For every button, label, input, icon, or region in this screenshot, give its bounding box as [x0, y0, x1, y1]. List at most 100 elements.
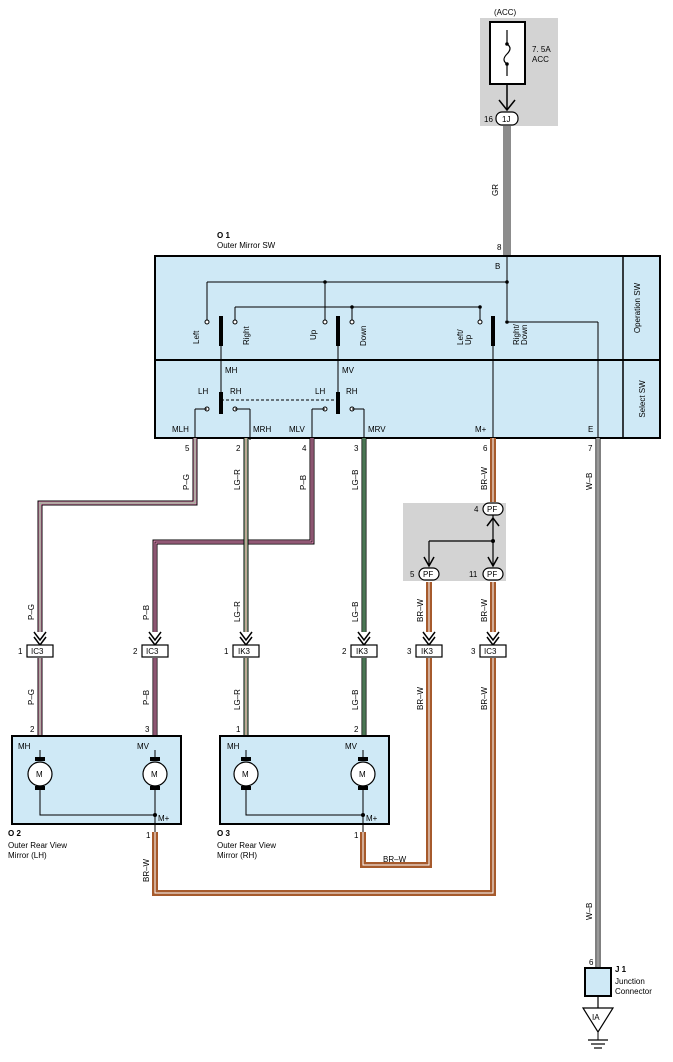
label-lh-2: LH	[315, 387, 325, 396]
svg-text:3: 3	[471, 647, 476, 656]
svg-text:BR–W: BR–W	[383, 855, 407, 864]
label-e: E	[588, 425, 593, 434]
svg-text:6: 6	[589, 958, 594, 967]
svg-text:Junction: Junction	[615, 977, 645, 986]
label-down: Down	[359, 326, 368, 346]
label-rh-2: RH	[346, 387, 358, 396]
svg-text:O 2: O 2	[8, 829, 21, 838]
motor-icon	[142, 761, 168, 787]
svg-text:Outer Rear View: Outer Rear View	[217, 841, 276, 850]
svg-text:PF: PF	[487, 570, 497, 579]
svg-text:BR–W: BR–W	[480, 686, 489, 710]
connector-1j-pin: 16	[484, 115, 493, 124]
connector-arrow-icon	[33, 631, 47, 647]
svg-text:5: 5	[410, 570, 415, 579]
label-mh: MH	[225, 366, 238, 375]
svg-text:2: 2	[354, 725, 359, 734]
svg-text:MV: MV	[345, 742, 358, 751]
svg-text:W–B: W–B	[585, 473, 594, 490]
motor-icon	[27, 761, 53, 787]
svg-text:M+: M+	[158, 814, 170, 823]
fuse-symbol	[503, 30, 511, 76]
switch-pin-7: 7	[588, 444, 593, 453]
svg-text:PF: PF	[487, 505, 497, 514]
label-up: Up	[309, 329, 318, 340]
label-mrh: MRH	[253, 425, 271, 434]
connector-ic3-2	[141, 644, 169, 658]
svg-text:IC3: IC3	[31, 647, 44, 656]
switch-pin-b: B	[495, 262, 500, 271]
svg-text:IC3: IC3	[484, 647, 497, 656]
svg-text:LG–R: LG–R	[233, 469, 242, 490]
svg-text:Connector: Connector	[615, 987, 652, 996]
switch-pin-3: 3	[354, 444, 359, 453]
switch-pin-2: 2	[236, 444, 241, 453]
mirror-rh: 1 2 MH MV M M M+ 1 O 3 Outer Rear View M…	[217, 725, 390, 860]
svg-text:2: 2	[342, 647, 347, 656]
svg-text:M: M	[36, 770, 43, 779]
fuse-name: ACC	[532, 55, 549, 64]
wire-p-b	[152, 438, 315, 735]
operation-sw-label: Operation SW	[633, 282, 642, 333]
connector-ic3-3	[479, 644, 507, 658]
svg-text:IK3: IK3	[356, 647, 369, 656]
connector-ik3-1	[232, 644, 260, 658]
splice-arrow-icon	[487, 556, 499, 568]
operation-sw-wiring	[206, 256, 599, 440]
svg-text:1: 1	[224, 647, 229, 656]
switch-box	[154, 255, 661, 439]
switch-name: Outer Mirror SW	[217, 241, 276, 250]
svg-text:P–G: P–G	[27, 689, 36, 705]
svg-text:BR–W: BR–W	[480, 598, 489, 622]
motor-icon	[233, 761, 259, 787]
fuse-rating: 7. 5A	[532, 45, 551, 54]
switch-pin-6: 6	[483, 444, 488, 453]
connector-1j-label: 1J	[502, 115, 510, 124]
label-right-down: Right/Down	[512, 323, 529, 345]
svg-text:IK3: IK3	[421, 647, 434, 656]
label-mv: MV	[342, 366, 355, 375]
svg-text:W–B: W–B	[585, 903, 594, 920]
connector-arrow-icon	[239, 631, 253, 647]
svg-text:Mirror (LH): Mirror (LH)	[8, 851, 47, 860]
connector-ik3-2	[350, 644, 378, 658]
svg-text:1: 1	[354, 831, 359, 840]
svg-text:2: 2	[133, 647, 138, 656]
wire-p-g	[37, 438, 198, 735]
svg-text:M: M	[151, 770, 158, 779]
svg-text:1: 1	[236, 725, 241, 734]
ground-triangle-icon	[581, 1007, 615, 1034]
mirror-lh: 2 3 MH MV M M M+ 1 O 2 Outer Rear View M…	[8, 725, 182, 860]
svg-text:2: 2	[30, 725, 35, 734]
fuse-supply-label: (ACC)	[494, 8, 517, 17]
wire-labels: P–G LG–R P–B LG–B BR–W W–B P–G P–B LG–R …	[27, 466, 594, 920]
label-left: Left	[192, 330, 201, 344]
label-right: Right	[242, 326, 251, 345]
svg-text:LG–B: LG–B	[351, 602, 360, 622]
label-m-plus: M+	[475, 425, 487, 434]
select-sw-contacts: LH RH LH RH	[194, 387, 365, 440]
svg-text:J 1: J 1	[615, 965, 627, 974]
switch-contacts-operation	[204, 316, 495, 346]
motor-icon	[350, 761, 376, 787]
wire-gr-label: GR	[491, 184, 500, 196]
svg-text:4: 4	[474, 505, 479, 514]
svg-text:IK3: IK3	[238, 647, 251, 656]
connector-arrow-icon	[357, 631, 371, 647]
switch-pin-8: 8	[497, 243, 502, 252]
svg-text:P–G: P–G	[182, 474, 191, 490]
fuse-arrow-icon	[498, 99, 516, 112]
svg-text:LG–B: LG–B	[351, 470, 360, 490]
svg-text:BR–W: BR–W	[480, 466, 489, 490]
svg-text:M: M	[242, 770, 249, 779]
connector-arrow-icon	[486, 631, 500, 647]
svg-text:3: 3	[407, 647, 412, 656]
connector-arrow-icon	[148, 631, 162, 647]
wire-br-w	[152, 438, 496, 896]
label-rh-1: RH	[230, 387, 242, 396]
label-mlh: MLH	[172, 425, 189, 434]
wire-gr	[503, 126, 511, 256]
connector-1j	[495, 111, 519, 126]
svg-text:PF: PF	[423, 570, 433, 579]
